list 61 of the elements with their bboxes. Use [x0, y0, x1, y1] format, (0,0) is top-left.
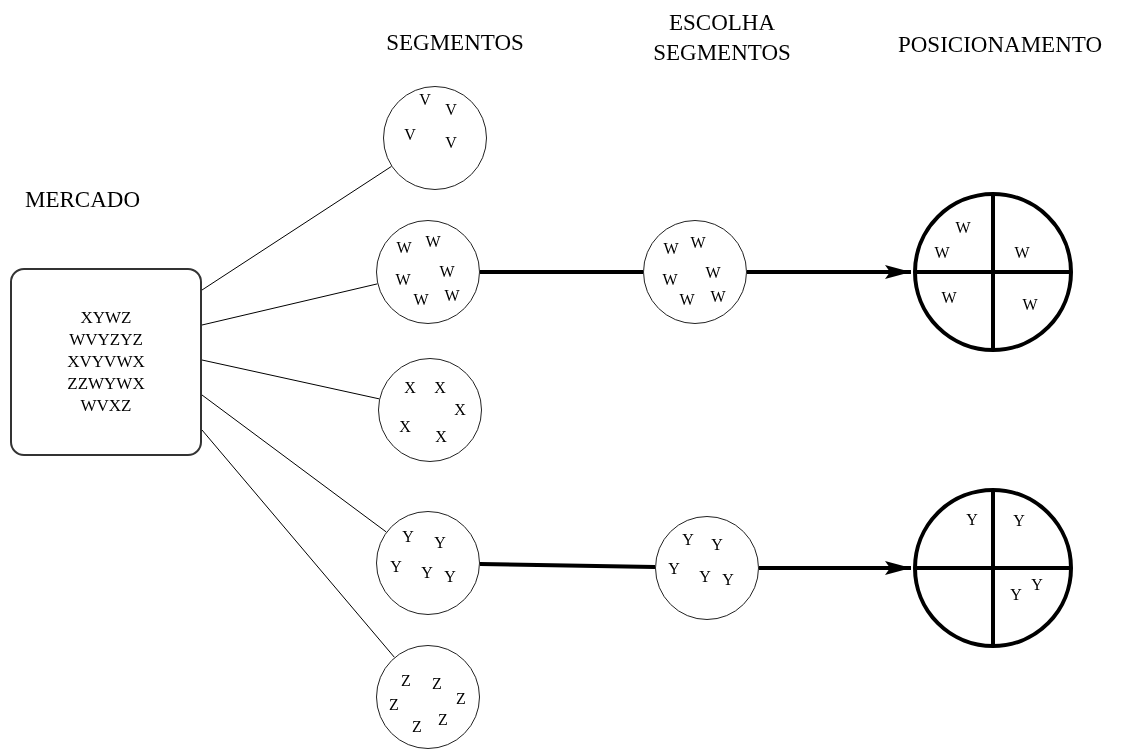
- segment-letter: Y: [1013, 512, 1025, 530]
- segment-letter: Y: [668, 560, 680, 578]
- segment-letter: V: [445, 101, 457, 119]
- segment-letter: W: [955, 219, 971, 237]
- segment-letter: Z: [401, 672, 411, 690]
- segment-letter: W: [413, 291, 429, 309]
- segment-letter: W: [690, 234, 706, 252]
- segment-letter: W: [679, 291, 695, 309]
- segment-letter: Y: [966, 511, 978, 529]
- connector-line: [201, 283, 378, 326]
- segment-letter: Z: [438, 711, 448, 729]
- segment-letter: W: [663, 240, 679, 258]
- segment-letter: Y: [402, 528, 414, 546]
- segment-letter: W: [934, 244, 950, 262]
- segment-letter: V: [445, 134, 457, 152]
- connector-line: [479, 561, 656, 570]
- segment-letter: W: [396, 239, 412, 257]
- segment-letter: Y: [1010, 586, 1022, 604]
- segment-letter: Z: [412, 718, 422, 736]
- column-heading: ESCOLHA SEGMENTOS: [652, 9, 792, 67]
- segment-letter: X: [454, 401, 466, 419]
- segment-letter: W: [662, 271, 678, 289]
- segment-letter: Y: [1031, 576, 1043, 594]
- segment-letter: Y: [421, 564, 433, 582]
- column-heading: POSICIONAMENTO: [896, 31, 1103, 59]
- segment-letter: Y: [434, 534, 446, 552]
- arrow: [759, 561, 911, 575]
- section-heading: MERCADO: [25, 186, 140, 214]
- column-heading: SEGMENTOS: [385, 29, 525, 57]
- connector-line: [480, 270, 643, 274]
- segment-letter: X: [399, 418, 411, 436]
- market-box: [10, 268, 202, 456]
- connector-line: [201, 429, 395, 658]
- segment-letter: W: [705, 264, 721, 282]
- segment-letter: W: [941, 289, 957, 307]
- connector-line: [201, 359, 380, 400]
- segment-letter: X: [434, 379, 446, 397]
- segment-letter: W: [439, 263, 455, 281]
- segment-letter: Y: [711, 536, 723, 554]
- connector-line: [201, 394, 387, 533]
- segment-letter: Z: [456, 690, 466, 708]
- segment-letter: X: [435, 428, 447, 446]
- market-letters: XYWZ WVYZYZ XVYVWX ZZWYWX WVXZ: [67, 307, 145, 417]
- segment-letter: Y: [699, 568, 711, 586]
- segment-letter: W: [710, 288, 726, 306]
- segment-letter: W: [425, 233, 441, 251]
- segment-letter: W: [1022, 296, 1038, 314]
- arrow: [747, 265, 911, 279]
- segment-letter: W: [1014, 244, 1030, 262]
- segment-letter: Y: [722, 571, 734, 589]
- segment-letter: V: [419, 91, 431, 109]
- connector-line: [201, 165, 392, 291]
- segment-letter: X: [404, 379, 416, 397]
- segment-letter: Z: [389, 696, 399, 714]
- segment-letter: W: [444, 287, 460, 305]
- segment-letter: Z: [432, 675, 442, 693]
- segment-letter: Y: [682, 531, 694, 549]
- segment-letter: Y: [390, 558, 402, 576]
- segment-letter: W: [395, 271, 411, 289]
- segment-letter: Y: [444, 568, 456, 586]
- segment-letter: V: [404, 126, 416, 144]
